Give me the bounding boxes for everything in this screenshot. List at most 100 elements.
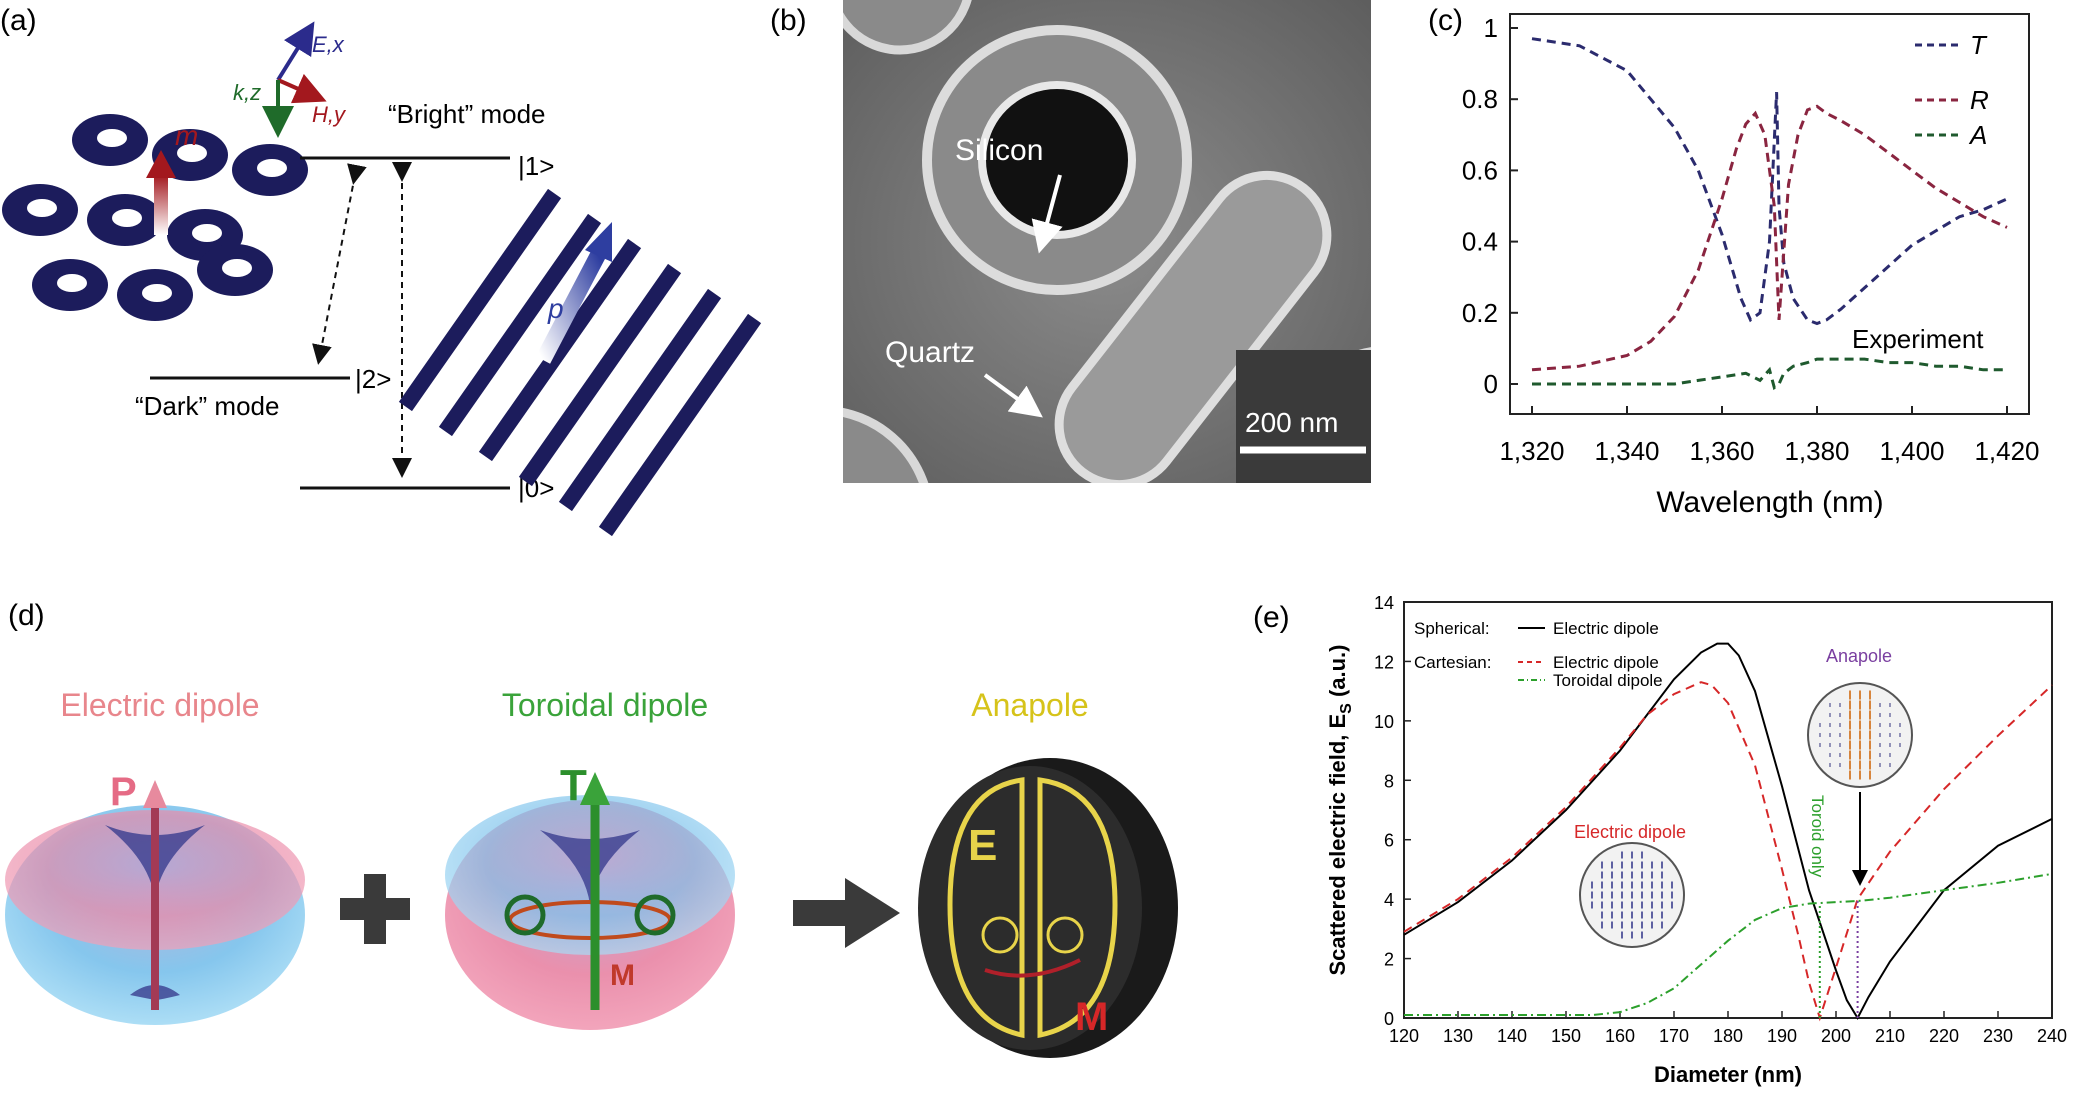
chart-e-xlabel: Diameter (nm) [1654,1062,1802,1087]
panel-d: (d) Electric dipole Toroidal dipole Anap… [5,599,1178,1058]
moment-m-label: m [175,120,198,151]
electric-dipole-inset-label: Electric dipole [1574,822,1686,842]
legend-a: A [1968,120,1987,150]
legend-toroidal: Toroidal dipole [1553,671,1663,690]
axis-h-label: H,y [312,102,347,127]
toroid-only-label: Toroid only [1808,795,1827,878]
quartz-label: Quartz [885,336,975,369]
chart-e-xtick-label: 160 [1605,1026,1635,1046]
bar-2 [478,238,642,462]
chart-e-xtick-label: 180 [1713,1026,1743,1046]
sem-image: Silicon Quartz 200 nm [843,0,1371,483]
chart-e-xtick-label: 240 [2037,1026,2067,1046]
panel-e-label: (e) [1253,601,1290,634]
series-a-line [1532,357,2007,391]
chart-c-xtick-label: 1,380 [1784,436,1849,466]
p-letter: P [110,770,137,814]
toroidal-dipole-lobes: T M [445,761,735,1030]
chart-e-xtick-label: 130 [1443,1026,1473,1046]
chart-c-ytick-label: 0.4 [1462,227,1498,257]
legend-t: T [1970,30,1988,60]
bar-1 [438,213,602,437]
ring-hole-2 [257,159,287,177]
toroidal-dipole-title: Toroidal dipole [502,687,708,723]
series-t-line [1531,37,2008,326]
panel-a-label: (a) [0,4,37,37]
chart-e-ytick-label: 4 [1384,890,1394,910]
chart-e-ytick-label: 0 [1384,1009,1394,1029]
chart-e-xtick-label: 170 [1659,1026,1689,1046]
toroidal-dipole-line [1404,872,2053,1016]
legend-cartesian-ed: Electric dipole [1553,653,1659,672]
ring-hole-7 [142,284,172,302]
panel-b-label: (b) [770,4,807,37]
ring-hole-1 [177,144,207,162]
axis-k-label: k,z [233,80,261,105]
chart-e-ytick-label: 12 [1374,652,1394,672]
panel-b: (b) Silicon Quartz [770,0,1371,483]
chart-e-xtick-label: 150 [1551,1026,1581,1046]
ring-hole-3 [27,199,57,217]
anapole-disk: E M [918,758,1178,1058]
bar-5 [598,313,762,537]
anapole-inset: Anapole [1807,646,1913,788]
bright-mode-label: “Bright” mode [388,99,546,129]
legend-r: R [1970,85,1989,115]
chart-c-ytick-label: 0.8 [1462,84,1498,114]
plus-sign [340,874,410,944]
spherical-electric-dipole-line [1403,642,2053,1021]
chart-c-xtick-label: 1,420 [1974,436,2039,466]
chart-e-xtick-label: 210 [1875,1026,1905,1046]
chart-e-xtick-label: 190 [1767,1026,1797,1046]
legend-cartesian-prefix: Cartesian: [1414,653,1491,672]
m-letter-anapole: M [1075,995,1108,1039]
scale-bar-label: 200 nm [1245,407,1338,438]
chart-e-legend: Spherical: Electric dipole Cartesian: El… [1414,619,1663,690]
chart-e-ytick-label: 10 [1374,712,1394,732]
chart-e-xtick-label: 220 [1929,1026,1959,1046]
moment-p-label: p [547,293,564,324]
e-letter: E [968,821,997,870]
bar-array [398,188,762,537]
bar-0 [398,188,562,412]
level-2-label: |2> [355,364,391,394]
chart-e-frame [1403,601,2053,1019]
electric-dipole-inset: Electric dipole [1574,822,1686,948]
ring-hole-0 [97,129,127,147]
panel-a: (a) E,x H,y k,z m “Bright” mode “Dark” m… [0,4,762,537]
t-letter: T [560,761,587,810]
legend-spherical-ed: Electric dipole [1553,619,1659,638]
ring-hole-5 [192,224,222,242]
chart-e-ylabel: Scattered electric field, ES (a.u.) [1325,644,1355,975]
magnetic-moment-arrow: m [146,120,198,235]
chart-e-ytick-label: 8 [1384,771,1394,791]
anapole-inset-label: Anapole [1826,646,1892,666]
chart-e-xtick-label: 120 [1389,1026,1419,1046]
chart-c-xtick-label: 1,340 [1594,436,1659,466]
electric-dipole-title: Electric dipole [60,687,259,723]
chart-c-ytick-label: 0.2 [1462,298,1498,328]
panel-d-label: (d) [8,599,45,632]
anapole-title: Anapole [971,687,1088,723]
chart-e-xtick-label: 230 [1983,1026,2013,1046]
electric-moment-arrow: p [535,222,612,364]
level-1-label: |1> [518,151,554,181]
bar-4 [558,288,722,512]
chart-c-xtick-label: 1,400 [1879,436,1944,466]
chart-e-xtick-label: 200 [1821,1026,1851,1046]
dark-mode-label: “Dark” mode [135,391,279,421]
electric-dipole-lobes: P [5,770,305,1025]
big-arrow [793,878,900,948]
chart-c-xlabel: Wavelength (nm) [1656,486,1883,519]
m-letter-toroidal: M [610,959,635,992]
ring-hole-8 [222,259,252,277]
chart-c-ytick-label: 0.6 [1462,155,1498,185]
chart-e-ytick-label: 14 [1374,593,1394,613]
bar-3 [518,263,682,487]
axis-triad: E,x H,y k,z [233,21,347,138]
chart-c-ytick-label: 0 [1484,369,1498,399]
